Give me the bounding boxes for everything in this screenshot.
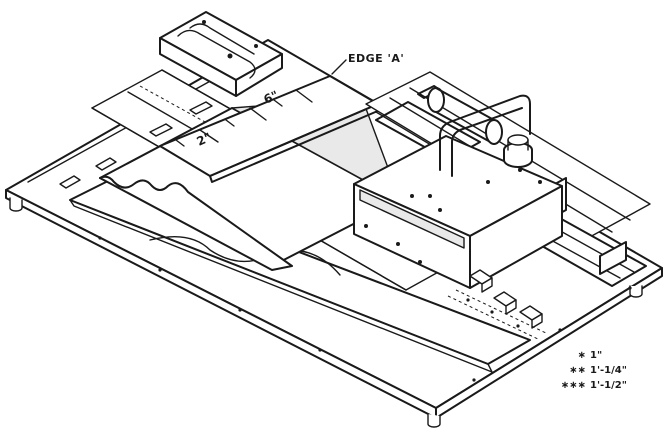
carriage-roller <box>427 87 503 145</box>
base-feet <box>9 197 643 428</box>
clamp-knob-icon <box>503 134 533 168</box>
edge-holes <box>98 236 632 382</box>
legend-size-1: 1" <box>590 350 602 361</box>
size-legend: ∗ 1" ∗∗ 1'-1/4" ∗∗∗ 1'-1/2" <box>561 350 627 391</box>
rear-clamp-block <box>159 11 283 97</box>
legend-marker-3: ∗∗∗ <box>561 380 586 391</box>
carriage-body <box>353 135 563 289</box>
legend-marker-2: ∗∗ <box>569 365 586 376</box>
legend-size-2: 1'-1/4" <box>590 365 627 376</box>
carriage-handle <box>439 94 531 177</box>
edge-a-callout: EDGE 'A' <box>331 52 404 75</box>
legend-size-3: 1'-1/2" <box>590 380 627 391</box>
ruler-mark-6: 6" <box>262 88 281 107</box>
stop-blocks <box>447 269 549 341</box>
edge-a-label: EDGE 'A' <box>348 52 404 65</box>
ruler-mark-2: 2" <box>195 130 214 149</box>
legend-marker-1: ∗ <box>578 350 586 361</box>
left-slots <box>59 101 213 189</box>
sanding-bed <box>69 179 531 373</box>
